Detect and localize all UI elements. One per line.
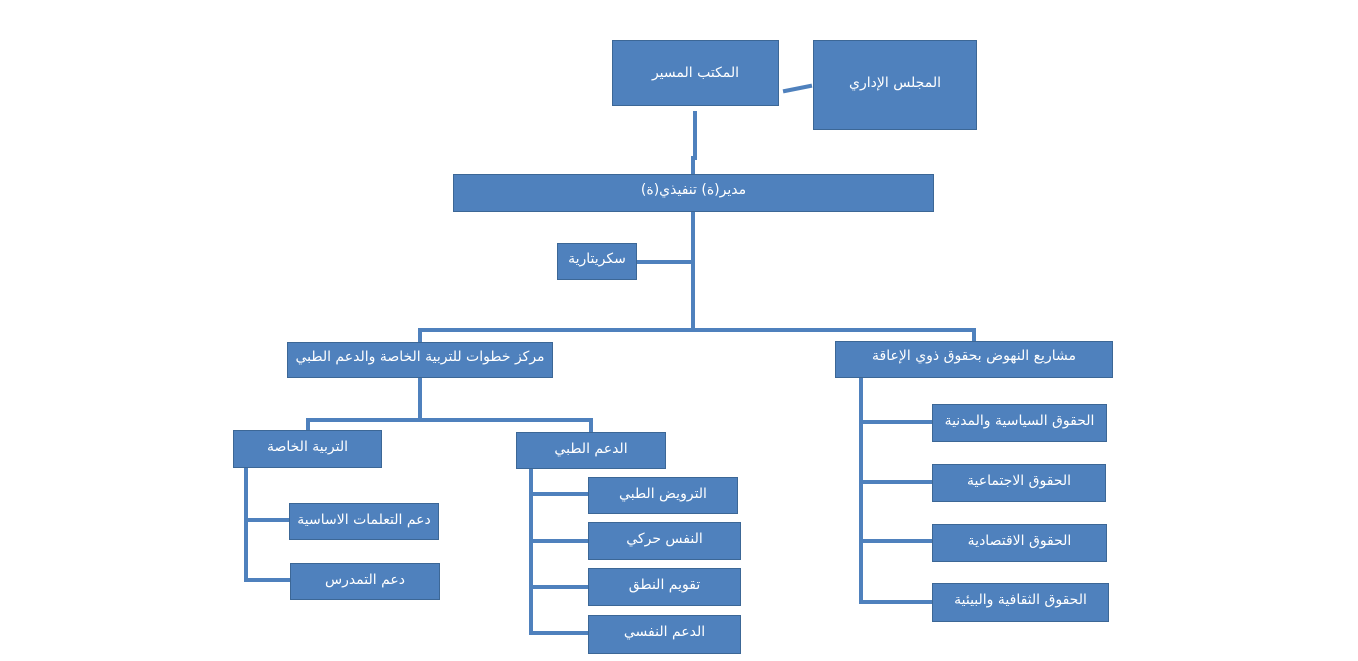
economic-rights-label: الحقوق الاقتصادية	[967, 533, 1072, 549]
khotwat-center-label: مركز خطوات للتربية الخاصة والدعم الطبي	[295, 348, 545, 365]
connector-center-to-medical	[418, 418, 593, 432]
disability-rights-projects-box: مشاريع النهوض بحقوق ذوي الإعاقة	[835, 341, 1113, 378]
executive-bureau-label: المكتب المسير	[651, 65, 740, 81]
schooling-support-box: دعم التمدرس	[290, 563, 440, 600]
basic-learning-support-box: دعم التعلمات الاساسية	[289, 503, 439, 540]
medical-support-label: الدعم الطبي	[554, 441, 628, 457]
speech-therapy-box: تقويم النطق	[588, 568, 741, 606]
connector-bureau-to-director	[691, 111, 697, 174]
disability-rights-projects-label: مشاريع النهوض بحقوق ذوي الإعاقة	[872, 348, 1076, 365]
secretariat-label: سكريتارية	[568, 251, 626, 268]
board-label: المجلس الإداري	[849, 75, 941, 91]
special-education-label: التربية الخاصة	[266, 439, 349, 455]
psychomotor-box: النفس حركي	[588, 522, 741, 560]
basic-learning-support-label: دعم التعلمات الاساسية	[297, 512, 431, 528]
board-box: المجلس الإداري	[813, 40, 977, 130]
connector-center-children	[306, 376, 422, 432]
social-rights-box: الحقوق الاجتماعية	[932, 464, 1106, 502]
psychological-support-label: الدعم النفسي	[623, 624, 706, 640]
cultural-environmental-rights-box: الحقوق الثقافية والبيئية	[932, 583, 1109, 622]
executive-director-box: مدير(ة) تنفيذي(ة)	[453, 174, 934, 212]
cultural-environmental-rights-label: الحقوق الثقافية والبيئية	[954, 592, 1087, 608]
civil-political-rights-box: الحقوق السياسية والمدنية	[932, 404, 1107, 442]
speech-therapy-label: تقويم النطق	[628, 577, 701, 593]
social-rights-label: الحقوق الاجتماعية	[967, 473, 1072, 489]
connector-main-branch	[418, 328, 976, 342]
executive-bureau-box: المكتب المسير	[612, 40, 779, 106]
medical-rehabilitation-box: الترويض الطبي	[588, 477, 738, 514]
civil-political-rights-label: الحقوق السياسية والمدنية	[944, 413, 1095, 429]
khotwat-center-box: مركز خطوات للتربية الخاصة والدعم الطبي	[287, 342, 553, 378]
economic-rights-box: الحقوق الاقتصادية	[932, 524, 1107, 562]
psychomotor-label: النفس حركي	[626, 531, 703, 547]
psychological-support-box: الدعم النفسي	[588, 615, 741, 654]
connector-board-to-bureau	[782, 83, 813, 94]
special-education-box: التربية الخاصة	[233, 430, 382, 468]
medical-rehabilitation-label: الترويض الطبي	[619, 486, 707, 502]
schooling-support-label: دعم التمدرس	[324, 572, 406, 588]
secretariat-box: سكريتارية	[557, 243, 637, 280]
medical-support-box: الدعم الطبي	[516, 432, 666, 469]
executive-director-label: مدير(ة) تنفيذي(ة)	[640, 181, 747, 198]
